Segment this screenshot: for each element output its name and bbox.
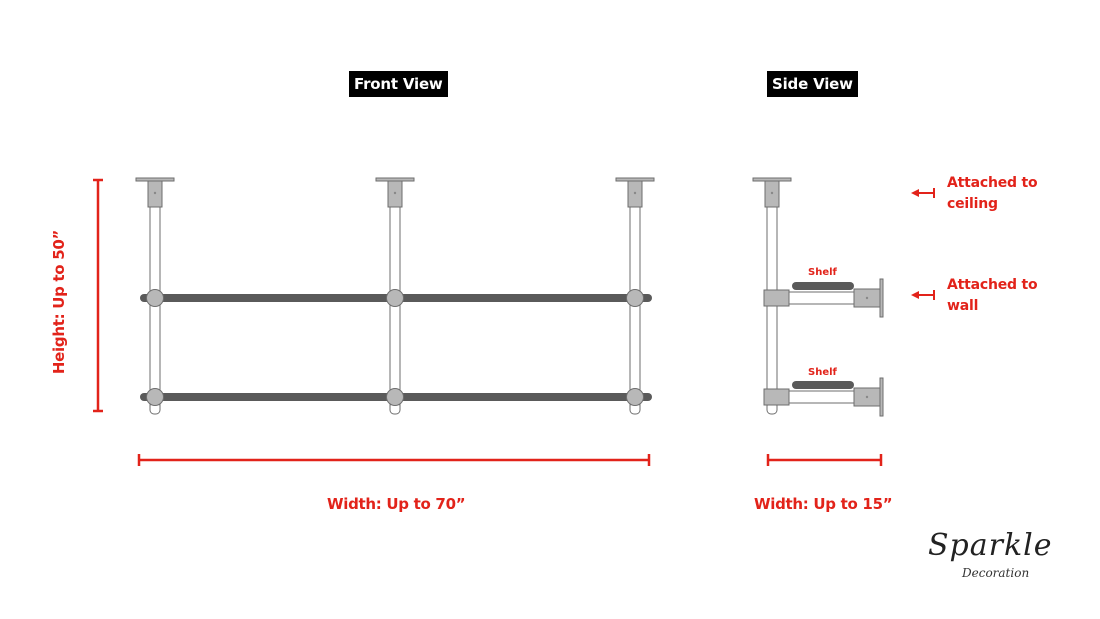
ceiling-annotation-line2: ceiling xyxy=(947,196,998,212)
side-lower-arm xyxy=(763,377,884,417)
logo-main-text: Sparkle xyxy=(928,528,1053,563)
height-dimension-line xyxy=(93,178,103,413)
side-upper-arm xyxy=(763,278,884,318)
ceiling-arrow-icon xyxy=(911,188,935,198)
front-ceiling-flanges xyxy=(135,177,655,208)
front-width-dimension-line xyxy=(137,454,651,466)
wall-annotation: Attached to wall xyxy=(947,275,1038,317)
height-label: Height: Up to 50” xyxy=(50,229,68,375)
side-view-drawing xyxy=(752,177,884,417)
shelf-label-upper: Shelf xyxy=(808,267,837,278)
ceiling-annotation-line1: Attached to xyxy=(947,175,1038,191)
wall-annotation-line2: wall xyxy=(947,298,979,314)
shelf-label-lower: Shelf xyxy=(808,367,837,378)
wall-arrow-icon xyxy=(911,290,935,300)
sparkle-decoration-logo: Sparkle Decoration xyxy=(920,528,1060,594)
front-view-title: Front View xyxy=(349,71,448,97)
front-joints xyxy=(146,289,644,406)
side-view-title: Side View xyxy=(767,71,858,97)
wall-annotation-line1: Attached to xyxy=(947,277,1038,293)
side-width-label: Width: Up to 15” xyxy=(754,495,893,513)
side-width-dimension-line xyxy=(766,454,883,466)
front-width-label: Width: Up to 70” xyxy=(327,495,466,513)
front-view-drawing xyxy=(135,177,655,415)
ceiling-annotation: Attached to ceiling xyxy=(947,173,1038,215)
logo-sub-text: Decoration xyxy=(962,566,1030,580)
front-poles xyxy=(149,205,641,415)
